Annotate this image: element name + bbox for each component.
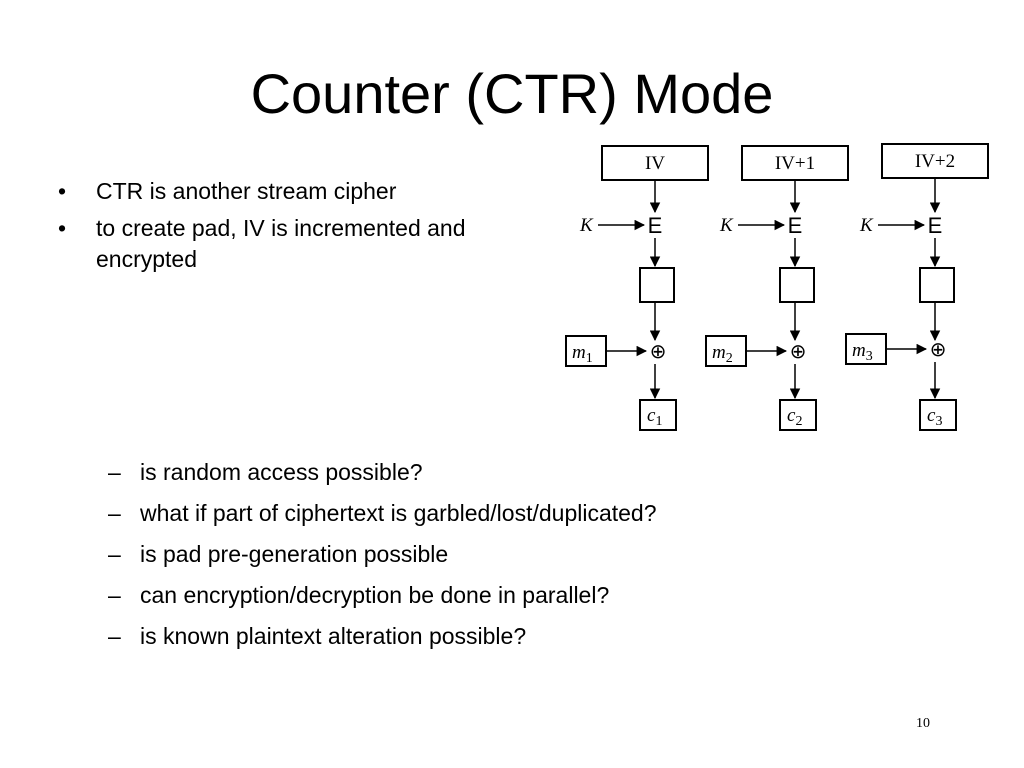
bullet-item: • to create pad, IV is incremented and en…	[58, 213, 518, 275]
ciphertext-letter: c	[927, 405, 936, 426]
plaintext-letter: m	[712, 342, 726, 363]
plaintext-label: m3	[852, 340, 873, 364]
plaintext-label: m1	[572, 342, 593, 366]
ciphertext-label: c1	[647, 405, 662, 429]
counter-label: IV+1	[775, 153, 815, 174]
slide-title: Counter (CTR) Mode	[250, 62, 774, 125]
encrypt-label: E	[928, 213, 943, 238]
sub-bullet-item: –can encryption/decryption be done in pa…	[108, 581, 868, 610]
sub-bullet-item: –is known plaintext alteration possible?	[108, 622, 868, 651]
sub-bullet-marker: –	[108, 459, 121, 485]
ctr-mode-diagram: IV K E m1 ⊕ c1 IV+1 K E m2 ⊕ c2	[565, 143, 989, 431]
plaintext-letter: m	[852, 340, 866, 361]
ciphertext-subscript: 3	[935, 414, 942, 429]
ciphertext-letter: c	[647, 405, 656, 426]
sub-bullet-marker: –	[108, 500, 121, 526]
encrypt-label: E	[788, 213, 803, 238]
sub-bullet-item: –what if part of ciphertext is garbled/l…	[108, 499, 868, 528]
sub-bullet-text: is random access possible?	[140, 459, 423, 485]
counter-box	[741, 145, 849, 181]
ciphertext-label: c3	[927, 405, 942, 429]
key-label: K	[859, 215, 874, 236]
bullet-text: CTR is another stream cipher	[96, 178, 397, 204]
counter-label: IV+2	[915, 151, 955, 172]
page-number: 10	[916, 716, 930, 731]
diagram-column-2: IV+1 K E m2 ⊕ c2	[705, 145, 849, 431]
sub-bullet-marker: –	[108, 623, 121, 649]
sub-bullet-marker: –	[108, 582, 121, 608]
sub-bullet-text: can encryption/decryption be done in par…	[140, 582, 610, 608]
counter-box	[881, 143, 989, 179]
bullet-marker: •	[58, 178, 67, 204]
plaintext-label: m2	[712, 342, 733, 366]
plaintext-box	[565, 335, 607, 367]
ciphertext-subscript: 2	[795, 414, 802, 429]
xor-symbol: ⊕	[790, 339, 807, 363]
pad-box	[779, 267, 815, 303]
ciphertext-subscript: 1	[655, 414, 662, 429]
sub-bullet-text: what if part of ciphertext is garbled/lo…	[140, 500, 657, 526]
plaintext-subscript: 3	[866, 349, 873, 364]
sub-bullet-item: –is random access possible?	[108, 458, 868, 487]
plaintext-letter: m	[572, 342, 586, 363]
key-label: K	[719, 215, 734, 236]
xor-symbol: ⊕	[650, 339, 667, 363]
diagram-column-3: IV+2 K E m3 ⊕ c3	[845, 143, 989, 431]
bullet-text: to create pad, IV is incremented and enc…	[96, 215, 466, 272]
sub-bullet-marker: –	[108, 541, 121, 567]
bullet-marker: •	[58, 215, 67, 241]
ciphertext-letter: c	[787, 405, 796, 426]
counter-label: IV	[645, 153, 665, 174]
encrypt-label: E	[648, 213, 663, 238]
bullet-item: • CTR is another stream cipher	[58, 176, 518, 207]
key-label: K	[579, 215, 594, 236]
pad-box	[639, 267, 675, 303]
bullet-list: • CTR is another stream cipher • to create…	[58, 176, 518, 281]
sub-bullet-text: is pad pre-generation possible	[140, 541, 449, 567]
sub-bullet-list: –is random access possible? –what if par…	[108, 458, 868, 663]
ciphertext-box	[779, 399, 817, 431]
ciphertext-box	[639, 399, 677, 431]
plaintext-box	[845, 333, 887, 365]
pad-box	[919, 267, 955, 303]
ciphertext-label: c2	[787, 405, 802, 429]
plaintext-subscript: 2	[726, 351, 733, 366]
sub-bullet-text: is known plaintext alteration possible?	[140, 623, 527, 649]
sub-bullet-item: –is pad pre-generation possible	[108, 540, 868, 569]
diagram-column-1: IV K E m1 ⊕ c1	[565, 145, 709, 431]
plaintext-subscript: 1	[586, 351, 593, 366]
ciphertext-box	[919, 399, 957, 431]
xor-symbol: ⊕	[930, 337, 947, 361]
